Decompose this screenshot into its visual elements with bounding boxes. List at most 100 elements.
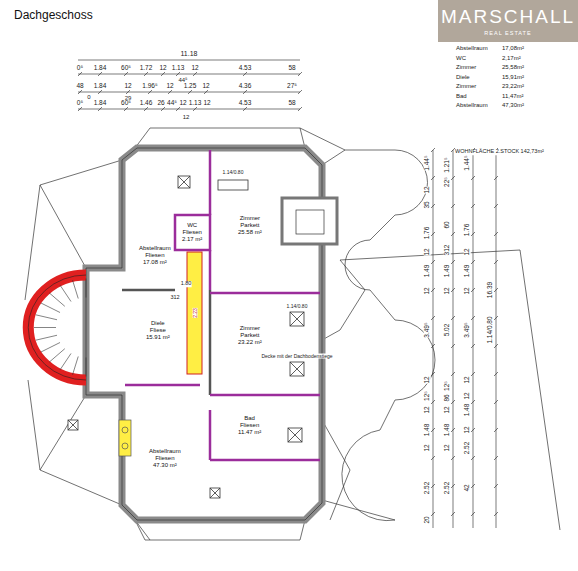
dimension-text: 1.21⁵ [444,157,451,172]
plan-text: Bad [456,93,467,99]
room-label: ZimmerParkett25.58 m² [236,214,264,237]
tick [98,90,102,94]
plan-text: Abstellraum [456,45,488,51]
plan-text: 12 [124,83,131,90]
tick [494,288,498,292]
tick [494,456,498,460]
tick [78,107,82,111]
plan-text: 1.84 [94,100,107,107]
plan-text: 1.46 [140,100,153,107]
tick [451,176,455,180]
tick [86,279,87,298]
tick [471,176,475,180]
tick [471,428,475,432]
tick [451,204,455,208]
tick [73,356,79,374]
room-name: Abstellraum [139,245,171,252]
plan-text: 12 [166,83,173,90]
tick [431,484,435,488]
dimension-text: 1.44⁵ [464,155,471,170]
tick [471,232,475,236]
tick [298,90,302,94]
dimension-text: 12 [444,287,451,294]
plan-text: 58 [288,65,295,72]
tick [431,232,435,236]
dimension-text: 2.52 [424,482,431,495]
tick [494,316,498,320]
tick [36,315,57,320]
dimension-text: 1.76 [464,224,471,237]
dimension-text: 16.39 [487,282,494,298]
tick [471,316,475,320]
tick [78,90,82,94]
tick [471,456,475,460]
plan-text: 4.53 [239,65,252,72]
tick [471,260,475,264]
dimension-text: 12 [464,376,471,383]
dimension-text: 12 [424,406,431,413]
tick [494,344,498,348]
tick [451,288,455,292]
tick [161,107,165,111]
dimension-text: 2.52 [444,482,451,495]
tick [451,512,455,516]
logo-text: MARSCHALL [441,7,575,26]
dimension-text: 12 [424,248,431,255]
tick [451,400,455,404]
room-name: Zimmer [238,215,262,222]
room-info: Fliesen [238,422,261,429]
plan-text: 12 [179,100,186,107]
plan-text: 15,91m² [502,74,524,80]
tick [451,232,455,236]
room-label: ZimmerParkett23.22 m² [236,324,264,347]
dimension-text: 12 [424,287,431,294]
plan-text: 1.80 [181,281,192,287]
dimension-text: 12 [444,444,451,451]
dimension-text: 3.49⁵ [464,322,471,337]
plan-text: Zimmer [456,83,476,89]
tick [34,327,56,328]
plan-text: 1.13 [172,65,185,72]
room-info: Fliese [146,327,170,334]
tick [126,90,130,94]
dimension-lines [78,60,496,528]
plan-text: 23,22m² [502,83,524,89]
plan-text: 1.96⁵ [142,83,157,90]
tick [124,72,128,76]
dimension-text: 35 [424,201,431,208]
tick [494,512,498,516]
plan-text: 4.36 [239,83,252,90]
plan-text: 2,17m² [502,55,521,61]
tick [98,72,102,76]
plan-text: 60⁵ [121,100,131,107]
dimension-text: 12 [444,406,451,413]
plan-text: Decke mit der Dachbodenstiege [261,354,332,359]
tick [193,72,197,76]
room-name: Abstellraum [149,448,181,455]
tick [451,260,455,264]
dimension-text: 12⁵ [444,381,451,391]
tick [494,232,498,236]
dimension-text: 12 [424,186,431,193]
tick [471,204,475,208]
dimension-text: 12 [424,444,431,451]
tick [193,107,197,111]
plan-text: 25,58m² [502,64,524,70]
tick [451,372,455,376]
tick [86,358,87,377]
plan-text: 47,30m² [502,102,524,108]
dimension-text: 1.76 [424,227,431,240]
tick [161,72,165,76]
room-info: Fliesen [182,229,202,236]
tick [298,107,302,111]
dimension-text: 1.48 [464,404,471,417]
dimension-text: 42 [464,484,471,491]
tick [431,260,435,264]
plan-text: 12 [183,114,190,120]
dormer [282,198,337,244]
attic-stair [187,252,202,374]
dimension-text: 1.48 [424,424,431,437]
tick [431,176,435,180]
room-info: Fliesen [139,252,171,259]
room-info: 25.58 m² [238,229,262,236]
